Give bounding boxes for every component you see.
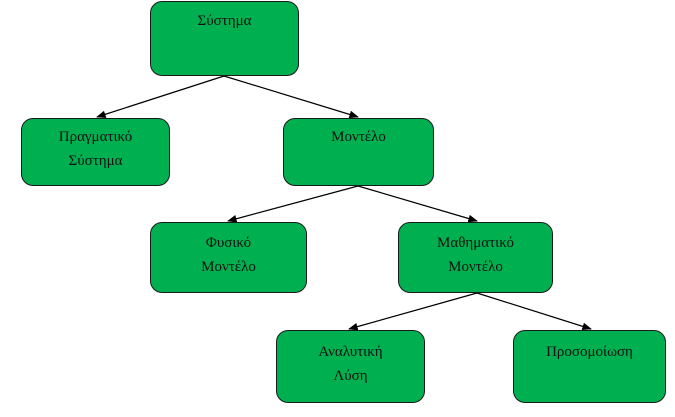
node-label-line1: Αναλυτική <box>318 344 383 360</box>
node-label-line1: Μαθηματικό <box>437 235 514 251</box>
node-montelo: Μοντέλο <box>283 118 434 186</box>
edge-montelo-to-fysiko <box>227 185 359 223</box>
node-mathimatiko-montelo: Μαθηματικό Μοντέλο <box>398 222 553 293</box>
edge-mathimatiko-to-prosomoiosi <box>476 292 592 331</box>
node-analytiki-lysi: Αναλυτική Λύση <box>276 330 425 403</box>
edge-montelo-to-mathimatiko <box>357 185 478 223</box>
node-prosomoiosi: Προσομοίωση <box>513 330 666 403</box>
node-pragmatiko-systema: Πραγματικό Σύστημα <box>21 118 170 186</box>
node-label: Σύστημα <box>197 13 252 29</box>
node-systema: Σύστημα <box>150 1 299 76</box>
node-label: Μοντέλο <box>331 129 386 145</box>
node-label: Προσομοίωση <box>546 344 633 360</box>
edge-mathimatiko-to-analytiki <box>348 292 478 331</box>
node-label-line2: Μοντέλο <box>448 259 503 275</box>
node-label-line2: Μοντέλο <box>201 259 256 275</box>
edge-systema-to-montelo <box>223 75 359 119</box>
edge-systema-to-pragmatiko <box>96 75 225 118</box>
node-label-line2: Λύση <box>333 368 368 384</box>
node-label-line2: Σύστημα <box>68 153 123 169</box>
node-label-line1: Πραγματικό <box>58 129 133 145</box>
node-label-line1: Φυσικό <box>205 235 252 251</box>
node-fysiko-montelo: Φυσικό Μοντέλο <box>150 222 307 293</box>
